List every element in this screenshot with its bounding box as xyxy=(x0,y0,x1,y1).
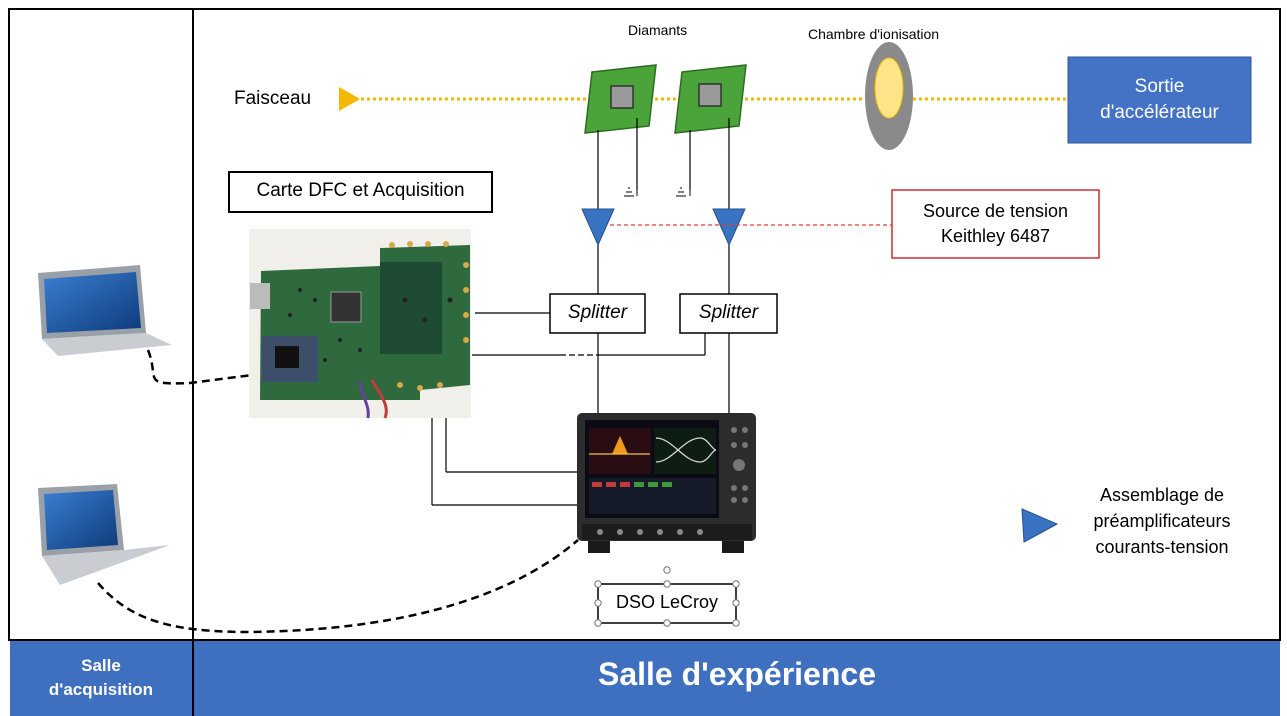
splitter-left-box xyxy=(549,293,646,334)
source-line1: Source de tension xyxy=(922,201,1069,221)
ionisation-chamber-icon xyxy=(865,42,913,150)
circuit-board-photo xyxy=(249,229,471,419)
splitter-right-label: Splitter xyxy=(698,302,759,323)
salle-acq-line2: d'acquisition xyxy=(48,680,154,699)
carte-label-box xyxy=(228,171,493,213)
oscilloscope-icon xyxy=(577,413,756,553)
laptop-icon xyxy=(38,265,172,356)
ground-symbol-icon xyxy=(624,187,691,197)
legend-line2: préamplificateurs xyxy=(1093,511,1231,531)
laptop2-cable xyxy=(97,539,579,634)
legend-label: Assemblage de préamplificateurs courants… xyxy=(1062,482,1262,560)
salle-acq-line1: Salle xyxy=(81,656,121,675)
laptop-icon xyxy=(38,484,170,585)
legend-line3: courants-tension xyxy=(1095,537,1229,557)
sortie-line1: Sortie xyxy=(1134,76,1185,97)
sortie-accelerateur-label: Sortie d'accélérateur xyxy=(1068,74,1251,126)
legend-triangle-icon xyxy=(1021,508,1059,543)
outer-frame xyxy=(8,8,1281,641)
salle-experience-bar xyxy=(194,641,1280,716)
chambre-label: Chambre d'ionisation xyxy=(808,26,940,42)
carte-label: Carte DFC et Acquisition xyxy=(256,180,465,201)
selection-handles xyxy=(594,566,740,627)
salle-acquisition-bar xyxy=(10,641,192,716)
source-line2: Keithley 6487 xyxy=(940,226,1051,246)
splitter-left-label: Splitter xyxy=(567,302,628,323)
diamond-detector-2-icon xyxy=(674,64,747,134)
legend-line1: Assemblage de xyxy=(1099,485,1225,505)
salle-acquisition-label: Salle d'acquisition xyxy=(10,654,192,702)
signal-lines xyxy=(431,245,730,506)
preamp-triangle-2-icon xyxy=(712,208,746,247)
diamond-detector-1-icon xyxy=(584,64,657,134)
sortie-accelerateur-box xyxy=(1067,56,1252,144)
laptop1-cable xyxy=(146,349,253,385)
splitter-right-box xyxy=(679,293,778,334)
dso-label: DSO LeCroy xyxy=(615,592,719,612)
source-tension-box xyxy=(891,189,1100,259)
preamp-triangle-1-icon xyxy=(581,208,615,247)
salle-experience-label: Salle d'expérience xyxy=(598,656,876,692)
faisceau-label: Faisceau xyxy=(234,88,312,109)
sortie-line2: d'accélérateur xyxy=(1100,102,1219,123)
detector-wires xyxy=(597,118,730,212)
source-tension-label: Source de tension Keithley 6487 xyxy=(892,199,1099,249)
diamants-label: Diamants xyxy=(628,22,688,38)
